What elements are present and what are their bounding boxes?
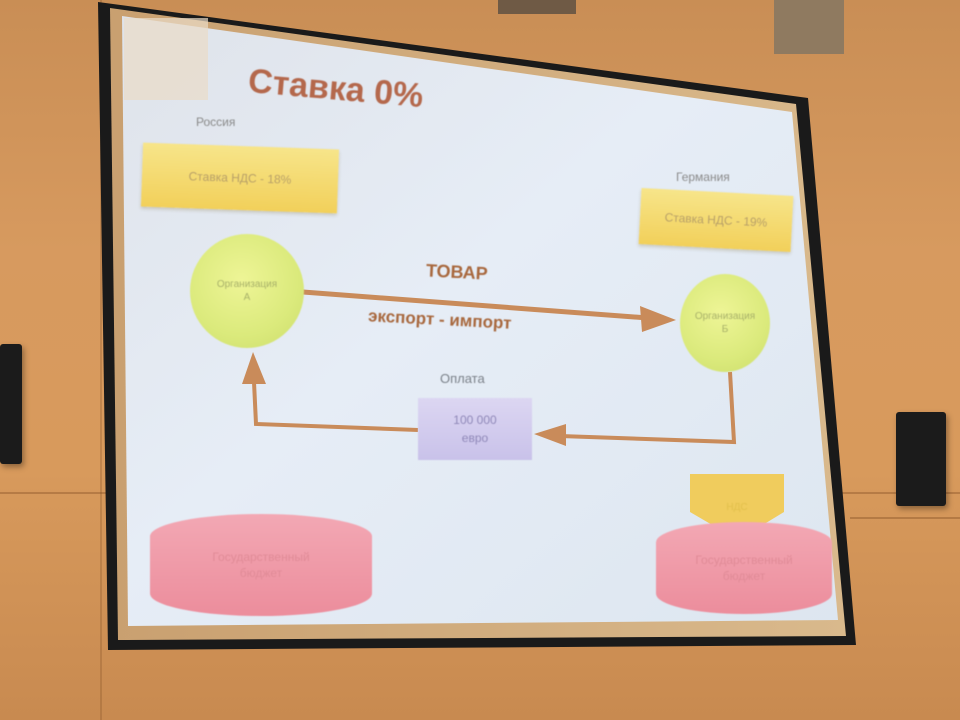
org-left-letter: А bbox=[243, 292, 251, 303]
payment-label: Оплата bbox=[440, 371, 485, 386]
vat-box-right: Ставка НДС - 19% bbox=[638, 188, 794, 252]
payment-arrow bbox=[242, 352, 737, 446]
payment-amount: 100 000 bbox=[453, 413, 497, 427]
org-right-letter: Б bbox=[721, 324, 729, 335]
budget-left-line2: бюджет bbox=[239, 566, 283, 580]
budget-db-right: Государственный бюджет bbox=[656, 522, 832, 614]
vat-box-left-text: Ставка НДС - 18% bbox=[188, 169, 292, 187]
goods-arrow bbox=[302, 289, 676, 332]
ceiling-fixture-left bbox=[498, 0, 576, 14]
slide-title: Ставка 0% bbox=[246, 62, 425, 116]
budget-right-line2: бюджет bbox=[722, 569, 766, 583]
wall-seam-right bbox=[850, 517, 960, 519]
vat-box-left: Ставка НДС - 18% bbox=[140, 142, 340, 214]
shield-text: НДС bbox=[726, 502, 748, 513]
org-circle-left: Организация А bbox=[190, 234, 304, 348]
slide-corner-block bbox=[124, 18, 208, 100]
budget-db-left: Государственный бюджет bbox=[150, 514, 372, 616]
budget-left-line1: Государственный bbox=[212, 550, 310, 564]
country-label-left: Россия bbox=[196, 115, 236, 129]
wall-vseam-left bbox=[100, 0, 102, 720]
goods-label: ТОВАР bbox=[425, 260, 489, 284]
org-right-name: Организация bbox=[694, 311, 756, 322]
speaker-right bbox=[896, 412, 946, 506]
shield-label: НДС bbox=[690, 474, 784, 540]
ceiling-fixture-right bbox=[774, 0, 844, 54]
payment-document: 100 000 евро bbox=[418, 398, 532, 460]
export-import-label: экспорт - импорт bbox=[367, 306, 512, 333]
budget-right-line1: Государственный bbox=[695, 553, 793, 567]
org-circle-right: Организация Б bbox=[680, 274, 770, 372]
country-label-right: Германия bbox=[676, 170, 730, 184]
payment-currency: евро bbox=[461, 431, 489, 445]
speaker-left bbox=[0, 344, 22, 464]
vat-box-right-text: Ставка НДС - 19% bbox=[664, 210, 768, 230]
org-left-name: Организация bbox=[216, 279, 278, 290]
